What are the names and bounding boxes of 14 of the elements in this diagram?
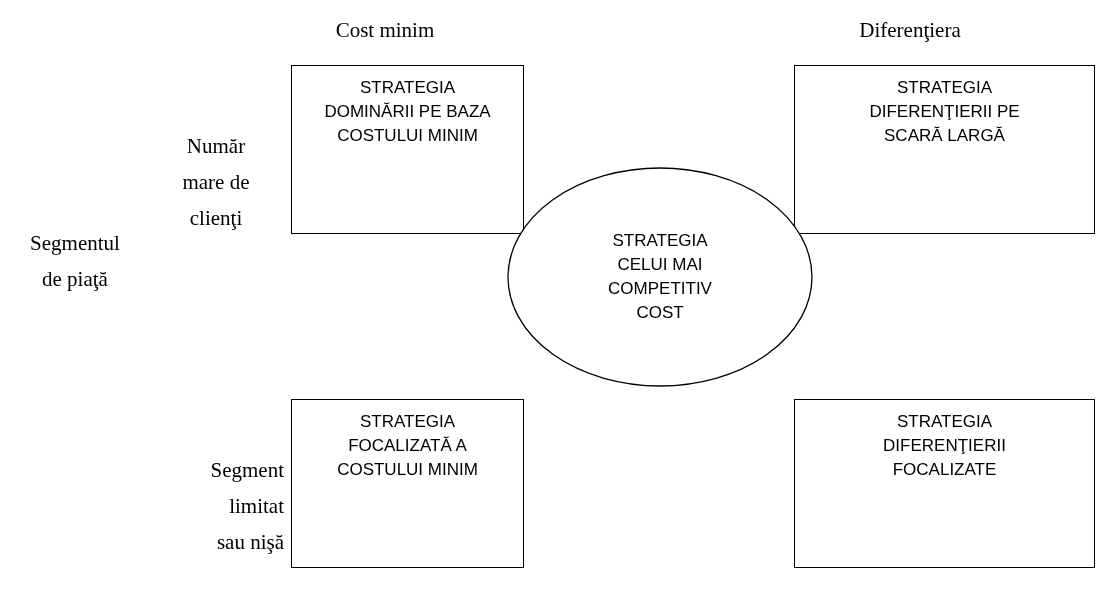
strategy-label: STRATEGIA DIFERENŢIERII FOCALIZATE [882, 411, 1007, 481]
strategy-box [291, 399, 524, 568]
strategy-box [794, 65, 1095, 234]
axis-title: Segmentul de piaţă [29, 230, 121, 293]
strategy-label: STRATEGIA CELUI MAI COMPETITIV COST [607, 230, 713, 324]
row-heading: Segment limitat sau nişă [209, 457, 284, 556]
strategy-box [794, 399, 1095, 568]
strategy-label: STRATEGIA FOCALIZATĂ A COSTULUI MINIM [336, 411, 479, 481]
strategy-label: STRATEGIA DOMINĂRII PE BAZA COSTULUI MINIM [323, 77, 492, 147]
strategy-label: STRATEGIA DIFERENŢIERII PE SCARĂ LARGĂ [868, 77, 1021, 147]
row-heading: Număr mare de clienţi [181, 133, 251, 232]
column-heading: Cost minim [334, 17, 436, 44]
strategy-box [291, 65, 524, 234]
column-heading: Diferenţiera [858, 17, 962, 44]
